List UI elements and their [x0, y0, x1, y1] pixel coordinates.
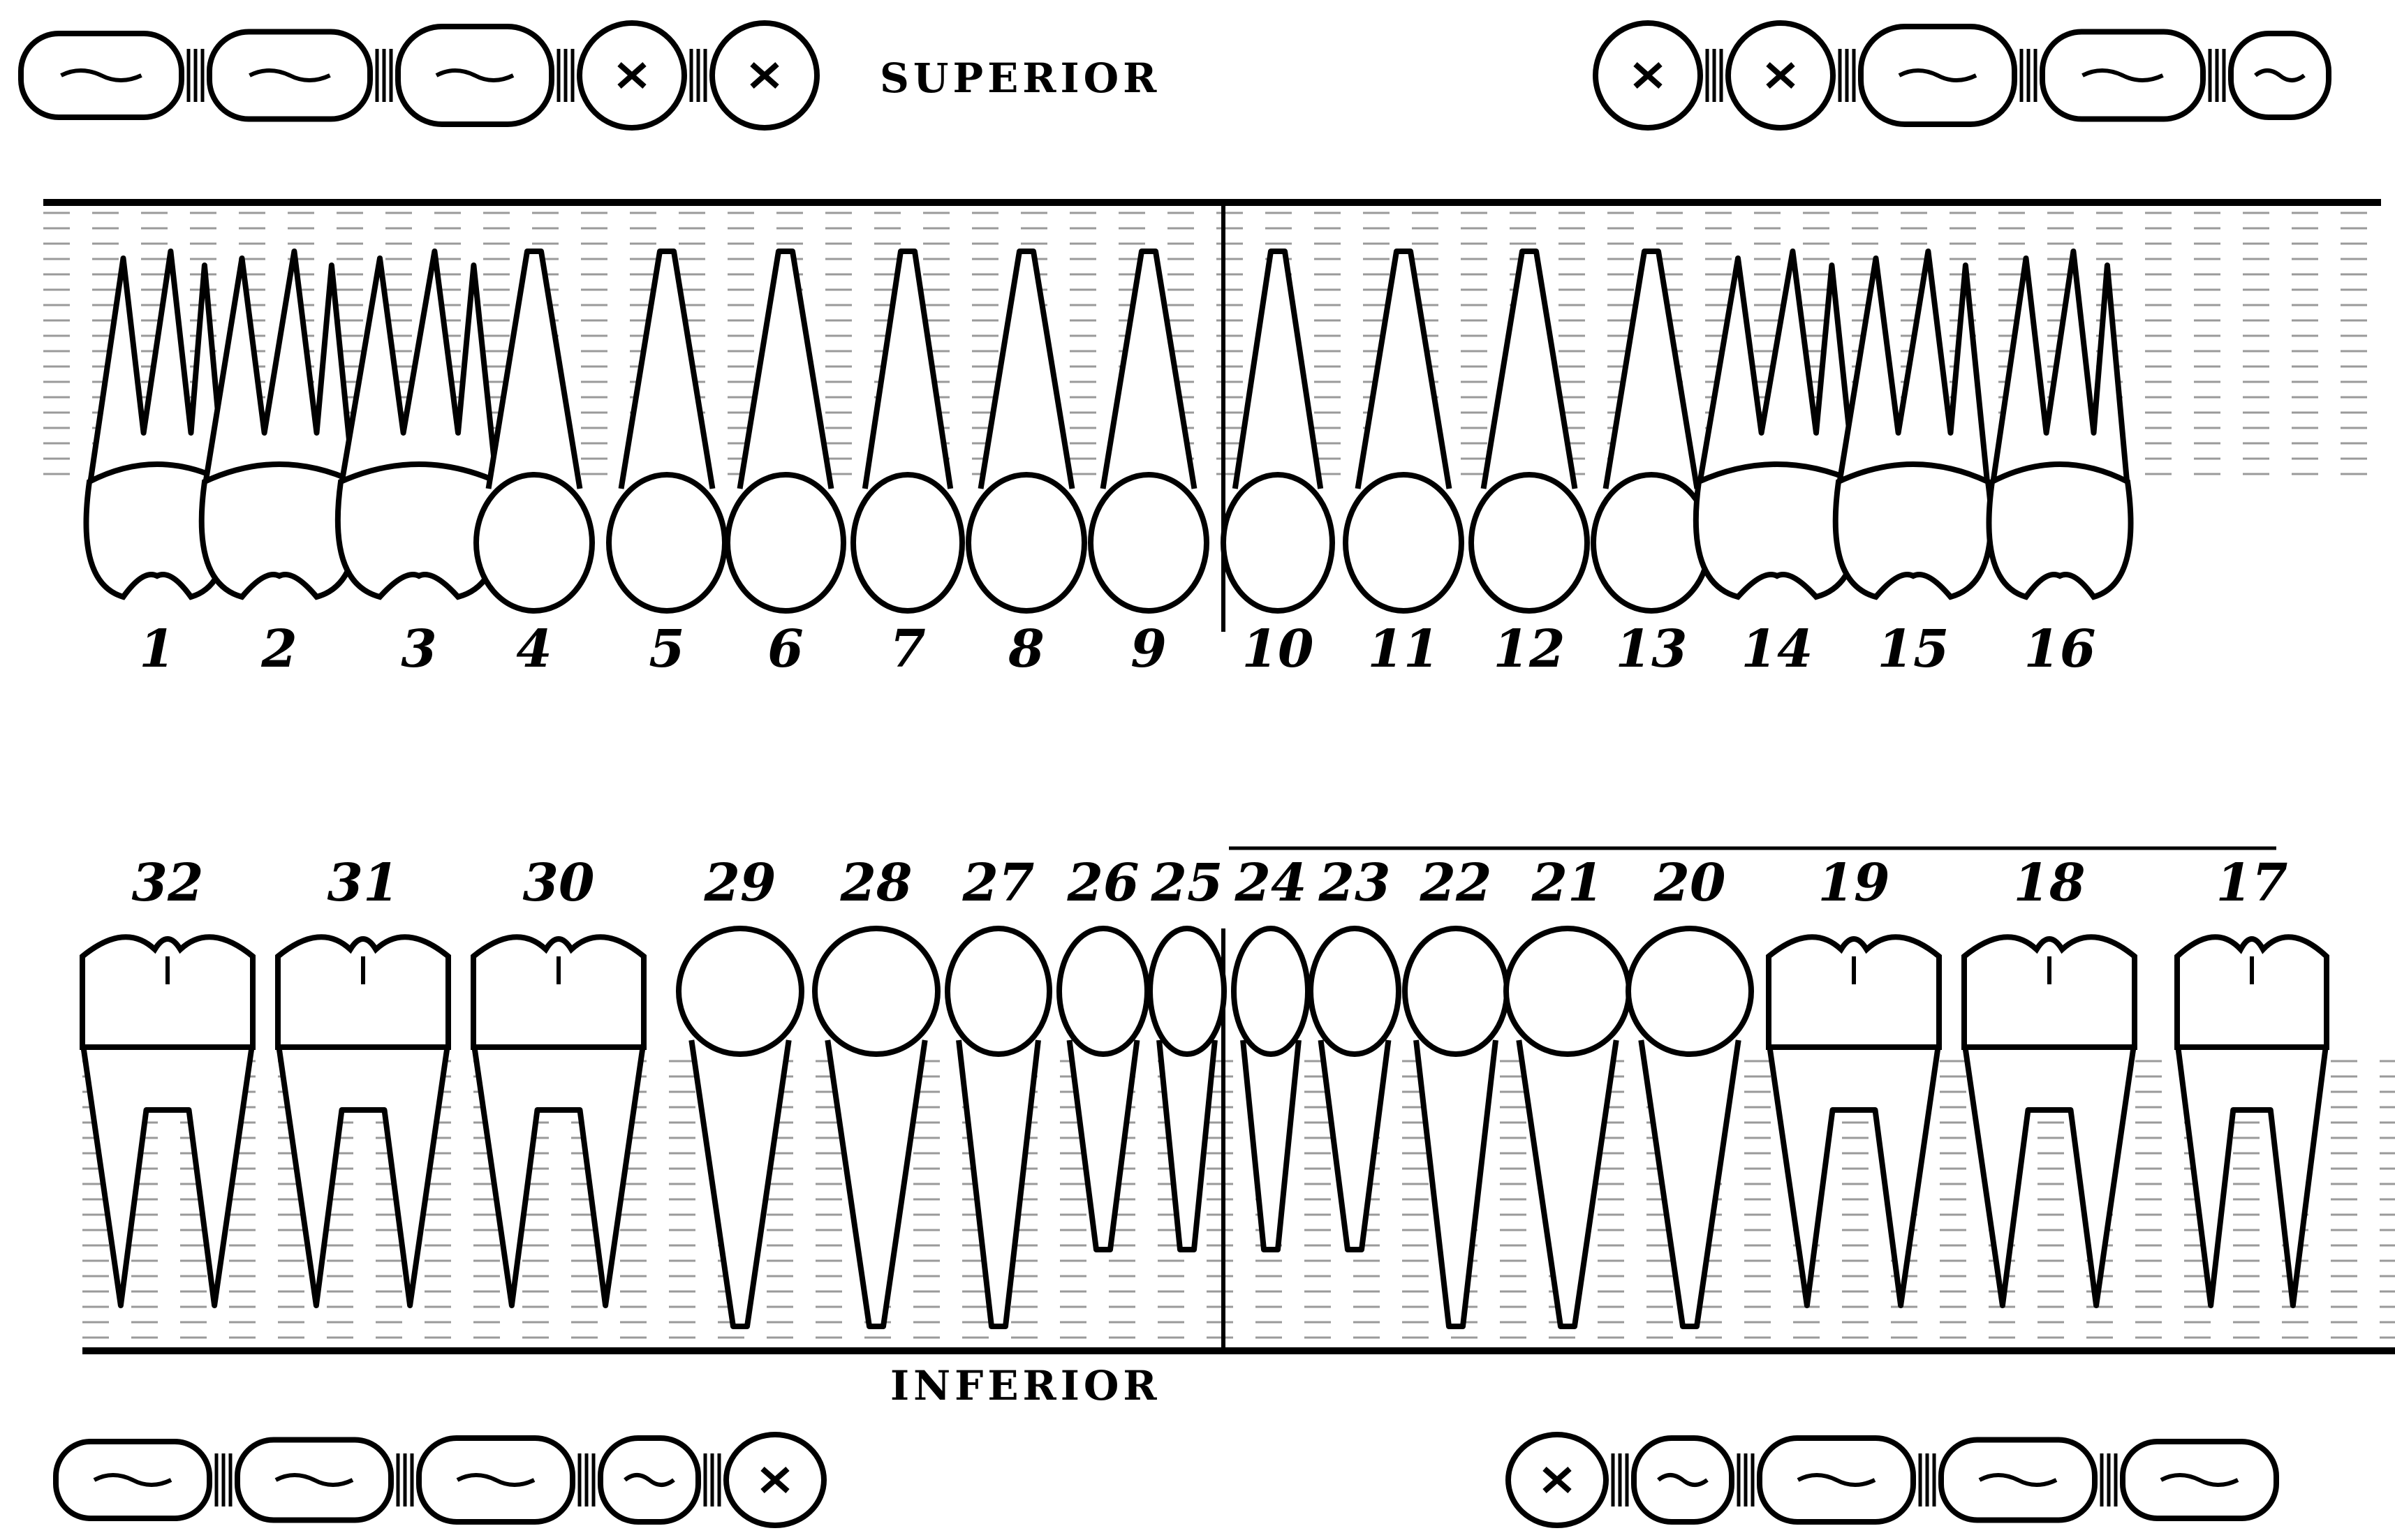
- lower-tooth-number: 29: [704, 853, 776, 913]
- upper-tooth-number: 11: [1368, 619, 1440, 679]
- upper-tooth-number: 5: [649, 619, 685, 679]
- upper-tooth-number: 15: [1878, 619, 1950, 679]
- upper-tooth-number: 1: [139, 619, 175, 679]
- occlusal-tooth: [2231, 34, 2329, 117]
- lower-tooth-number: 28: [840, 853, 913, 913]
- lower-tooth-number: 30: [523, 853, 595, 913]
- lower-tooth-number: 26: [1067, 853, 1140, 913]
- occlusal-tooth: [726, 1435, 824, 1525]
- lower-tooth-number: 18: [2014, 853, 2086, 913]
- upper-tooth-number: 16: [2024, 619, 2096, 679]
- upper-tooth-number: 12: [1494, 619, 1565, 679]
- upper-tooth-number: 4: [516, 619, 552, 679]
- upper-tooth-number: 7: [890, 619, 926, 679]
- inferior-label: INFERIOR: [890, 1362, 1161, 1409]
- upper-tooth-number: 3: [401, 619, 437, 679]
- lower-tooth-number: 23: [1318, 853, 1391, 913]
- upper-tooth-number: 10: [1242, 619, 1314, 679]
- superior-label: SUPERIOR: [880, 54, 1160, 102]
- upper-tooth-number: 8: [1008, 619, 1045, 679]
- occlusal-tooth: [2123, 1442, 2276, 1518]
- lower-tooth-number: 31: [327, 853, 399, 913]
- lower-tooth-number: 17: [2216, 853, 2288, 913]
- lower-tooth-number: 22: [1420, 853, 1492, 913]
- lower-tooth-number: 25: [1151, 853, 1223, 913]
- upper-tooth-number: 2: [260, 619, 297, 679]
- lower-tooth-number: 19: [1818, 853, 1890, 913]
- lower-tooth-number: 21: [1531, 853, 1604, 913]
- upper-tooth-number: 6: [767, 619, 804, 679]
- lower-tooth-number: 27: [962, 853, 1035, 913]
- occlusal-tooth: [21, 34, 202, 117]
- occlusal-tooth: [56, 1442, 230, 1518]
- upper-tooth-number: 14: [1741, 619, 1813, 679]
- lower-tooth-number: 24: [1235, 853, 1307, 913]
- lower-tooth-number: 32: [132, 853, 204, 913]
- occlusal-tooth: [712, 23, 817, 128]
- upper-tooth-number: 9: [1130, 619, 1167, 679]
- lower-tooth-number: 20: [1653, 853, 1726, 913]
- upper-tooth-number: 13: [1616, 619, 1688, 679]
